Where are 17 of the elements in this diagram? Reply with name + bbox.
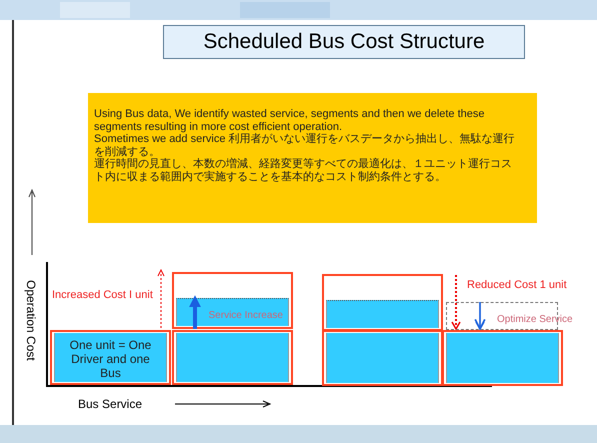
body-text: 運行時間の見直し、本数の増減、経路変更等すべての最適化は、１ユニット運行コスト内に収まる範囲内で実施することを基本的なコスト制約条件とする。 [94,158,513,184]
measure-label: Increased Cost I unit [52,289,153,301]
note-box [88,93,537,223]
body-text: Sometimes we add service 利用者がいない運行をバスデータから抽出し、無駄な運行を削減する。 [94,133,515,158]
unit-box: Service Increase [172,272,293,329]
unit-box [322,274,443,331]
arrow [189,295,201,329]
unit-box [322,330,443,386]
axis-label: Operation Cost [24,280,38,361]
unit-box [172,330,293,385]
unit-box [442,330,563,386]
body-text: Using Bus data, We identify wasted service, segments and then we delete these segments resulting in more cost efficient operation. [94,108,486,133]
annotation-label: Optimize Service [497,314,573,325]
title-box: Scheduled Bus Cost Structure [163,25,525,59]
axis-label: Bus Service [78,397,142,411]
unit-box: One unit = One Driver and one Bus [50,330,171,385]
measure-label: Reduced Cost 1 unit [467,279,567,291]
